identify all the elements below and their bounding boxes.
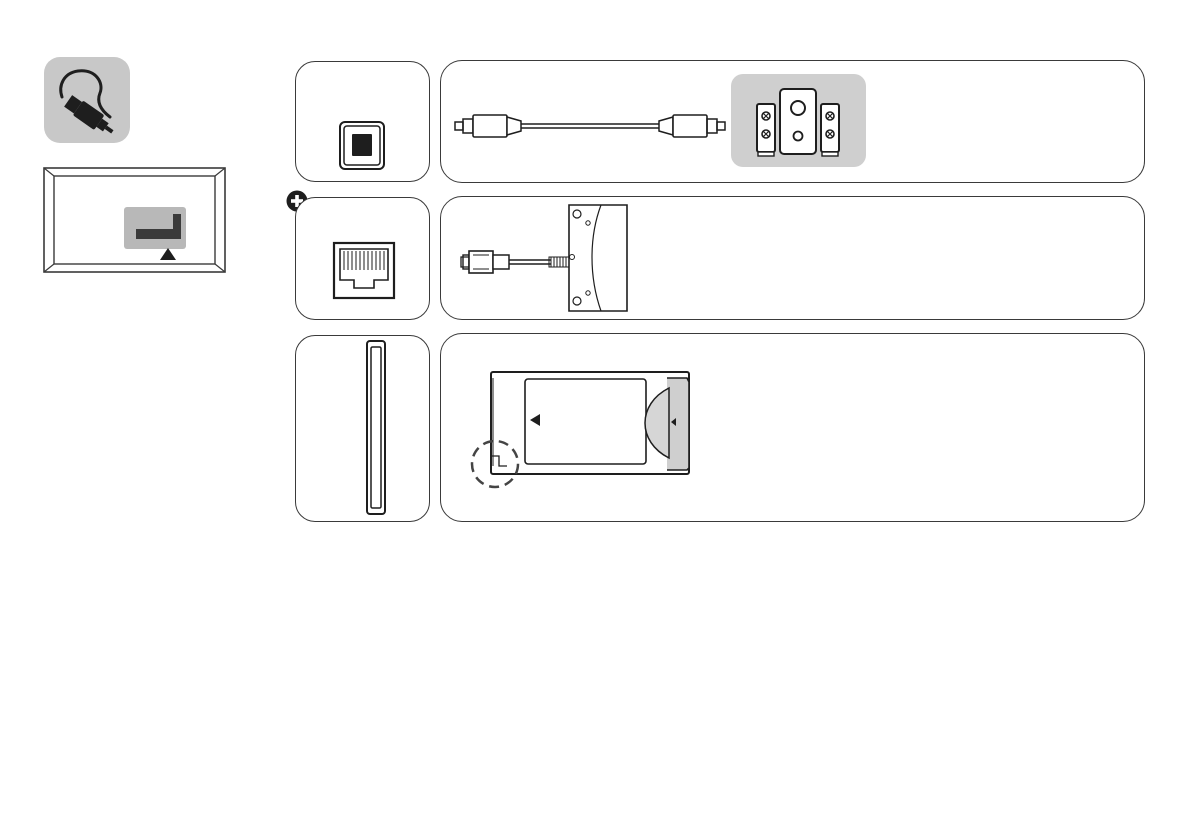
subwoofer-icon: [780, 89, 816, 154]
triangle-pointer-icon: [160, 248, 176, 260]
cable-badge: [44, 57, 130, 143]
right-speaker-icon: [821, 104, 839, 156]
optical-audio-port-icon: [296, 62, 427, 179]
ci-card-slot-icon: [296, 336, 427, 519]
ci-module-card-icon: [441, 334, 1142, 519]
tv-rear-panel-icon: [43, 167, 226, 273]
speaker-system: [731, 74, 866, 167]
left-speaker-icon: [757, 104, 775, 156]
port-cell-optical: [295, 61, 430, 182]
port-cell-lan: [295, 197, 430, 320]
ethernet-cable-icon: [441, 197, 1142, 317]
port-cell-ci: [295, 335, 430, 522]
rj45-plug-icon: [461, 251, 509, 273]
cable-plug-icon: [44, 57, 130, 143]
connection-row-ci: [440, 333, 1145, 522]
network-wall-socket-icon: [569, 205, 627, 311]
tv-rear-panel: [43, 167, 226, 273]
speaker-system-icon: [731, 74, 866, 167]
lan-rj45-port-icon: [296, 198, 427, 317]
connection-row-lan: [440, 196, 1145, 320]
